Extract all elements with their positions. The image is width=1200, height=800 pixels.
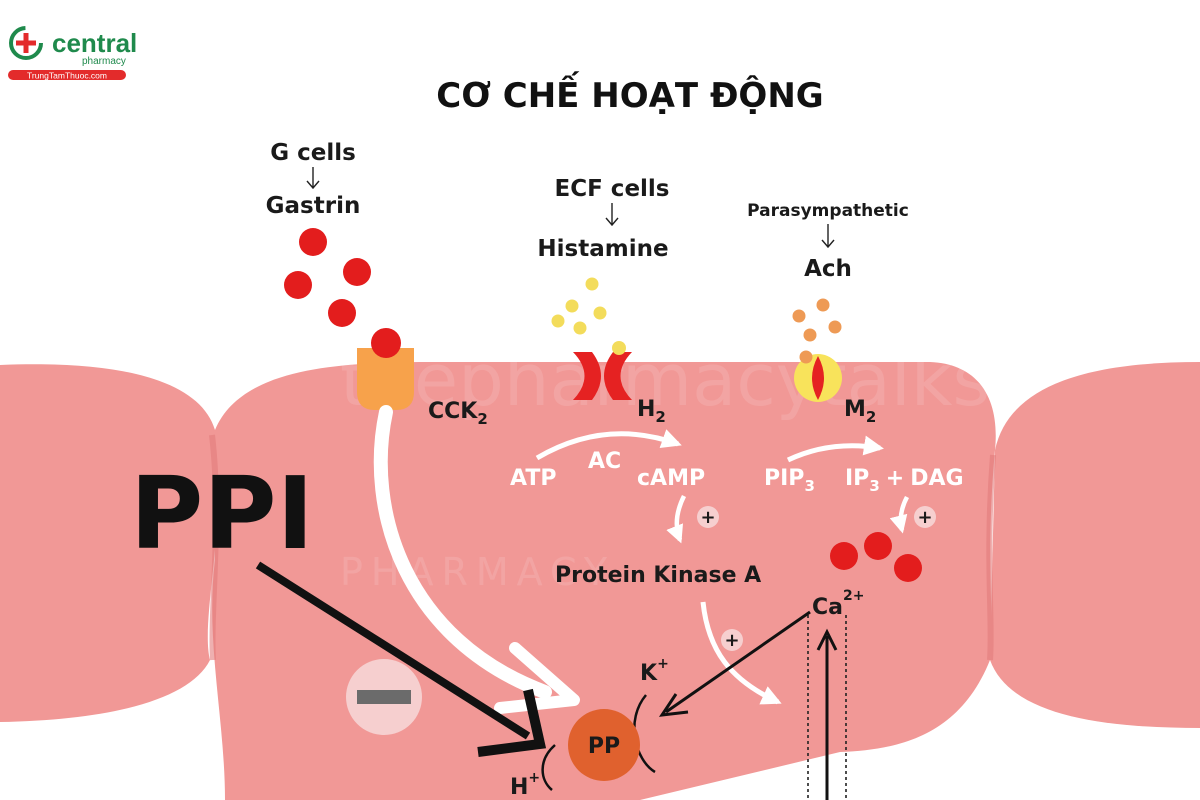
ach-source-label: Parasympathetic bbox=[747, 201, 909, 221]
protein-kinase-label: Protein Kinase A bbox=[555, 563, 761, 588]
ach-pathway: Parasympathetic Ach M2 PIP3 IP3+DAG + Ca… bbox=[747, 201, 964, 800]
ach-bound-dot bbox=[799, 350, 813, 364]
left-junction bbox=[209, 434, 220, 661]
histamine-dot bbox=[551, 314, 565, 328]
gastrin-dot bbox=[328, 299, 356, 327]
potassium-label: K+ bbox=[640, 656, 669, 686]
camp-label: cAMP bbox=[637, 466, 705, 491]
ip3-calcium-arrow bbox=[889, 495, 910, 534]
ach-dot bbox=[803, 328, 817, 342]
proton-pump-icon bbox=[568, 709, 640, 781]
potassium-arrowhead bbox=[658, 693, 689, 717]
watermark: thepharmacytalks PHARMACY bbox=[340, 338, 990, 594]
h2-receptor-label: H2 bbox=[637, 397, 666, 426]
gastrin-signal-arrowhead bbox=[494, 642, 580, 714]
stimulate-icon bbox=[914, 506, 936, 528]
histamine-dot bbox=[585, 277, 599, 291]
histamine-label: Histamine bbox=[537, 236, 668, 262]
stimulate-sign: + bbox=[700, 507, 715, 528]
logo-cross-icon bbox=[16, 33, 36, 53]
ach-dot bbox=[792, 309, 806, 323]
histamine-source-arrow bbox=[605, 203, 619, 227]
right-cell bbox=[990, 362, 1200, 728]
gastrin-label: Gastrin bbox=[266, 193, 361, 219]
page-title: CƠ CHẾ HOẠT ĐỘNG bbox=[436, 71, 823, 116]
camp-pka-arrow bbox=[666, 494, 687, 544]
gastrin-source-arrow bbox=[306, 167, 320, 190]
calcium-influx-arrowhead bbox=[816, 628, 838, 651]
h2-receptor-right-icon bbox=[604, 352, 632, 400]
m2-receptor-label: M2 bbox=[844, 397, 876, 426]
pip3-label: PIP3 bbox=[764, 466, 815, 495]
potassium-arrow bbox=[665, 610, 811, 714]
gastrin-source-label: G cells bbox=[270, 140, 356, 166]
stimulate-icon bbox=[721, 629, 743, 651]
ach-source-arrow bbox=[821, 224, 835, 249]
calcium-label: Ca2+ bbox=[812, 588, 864, 620]
stimulate-icon bbox=[697, 506, 719, 528]
brand-logo: central pharmacy TrungTamThuoc.com bbox=[8, 26, 137, 81]
calcium-dot bbox=[830, 542, 858, 570]
ip3-dag-label: IP3+DAG bbox=[845, 466, 964, 495]
cck2-receptor-icon bbox=[357, 348, 414, 410]
histamine-dot bbox=[593, 306, 607, 320]
ach-dot bbox=[816, 298, 830, 312]
ppi-drug: PPI bbox=[130, 455, 547, 757]
gastrin-dot bbox=[343, 258, 371, 286]
logo-ring-icon bbox=[9, 26, 43, 60]
logo-name: central bbox=[52, 28, 137, 58]
logo-sub: pharmacy bbox=[82, 56, 126, 67]
gastrin-dot bbox=[299, 228, 327, 256]
atp-label: ATP bbox=[510, 466, 556, 491]
gastrin-dot bbox=[284, 271, 312, 299]
watermark-text: thepharmacytalks bbox=[340, 338, 990, 422]
histamine-bound-dot bbox=[612, 341, 626, 355]
pip3-ip3-arrow bbox=[786, 435, 884, 463]
potassium-flow: K+ bbox=[640, 610, 811, 717]
ac-label: AC bbox=[588, 449, 621, 474]
ppi-inhibit-arrow bbox=[255, 561, 531, 740]
watermark-sub: PHARMACY bbox=[340, 550, 615, 594]
ach-dot bbox=[828, 320, 842, 334]
right-junction bbox=[986, 454, 996, 661]
ppi-label: PPI bbox=[130, 455, 314, 572]
gastrin-pathway: G cells Gastrin CCK2 bbox=[266, 140, 580, 714]
ppi-inhibit-arrowhead bbox=[477, 688, 547, 757]
gastrin-bound-dot bbox=[371, 328, 401, 358]
minus-icon bbox=[357, 690, 411, 704]
logo-url-bar bbox=[8, 70, 126, 80]
histamine-pathway: ECF cells Histamine H2 ATP AC cAMP + Pro… bbox=[510, 176, 782, 705]
proton-pump-label: PP bbox=[588, 734, 620, 759]
calcium-dot bbox=[864, 532, 892, 560]
atp-camp-arrow bbox=[535, 429, 682, 461]
histamine-dot bbox=[565, 299, 579, 313]
proton-pump: PP H+ bbox=[510, 694, 656, 800]
stimulate-sign: + bbox=[724, 630, 739, 651]
proton-exit-arc bbox=[541, 744, 556, 791]
histamine-dot bbox=[573, 321, 587, 335]
gastrin-signal-arrow bbox=[373, 405, 552, 699]
calcium-dot bbox=[894, 554, 922, 582]
ach-label: Ach bbox=[804, 256, 852, 282]
left-cell bbox=[0, 364, 219, 722]
pka-pump-arrow bbox=[700, 601, 782, 705]
stimulate-sign: + bbox=[917, 507, 932, 528]
cck2-receptor-label: CCK2 bbox=[428, 399, 488, 428]
hydrogen-label: H+ bbox=[510, 770, 540, 800]
logo-url: TrungTamThuoc.com bbox=[27, 71, 107, 81]
histamine-source-label: ECF cells bbox=[555, 176, 670, 202]
m2-receptor-core-icon bbox=[812, 356, 824, 400]
h2-receptor-left-icon bbox=[573, 352, 601, 400]
